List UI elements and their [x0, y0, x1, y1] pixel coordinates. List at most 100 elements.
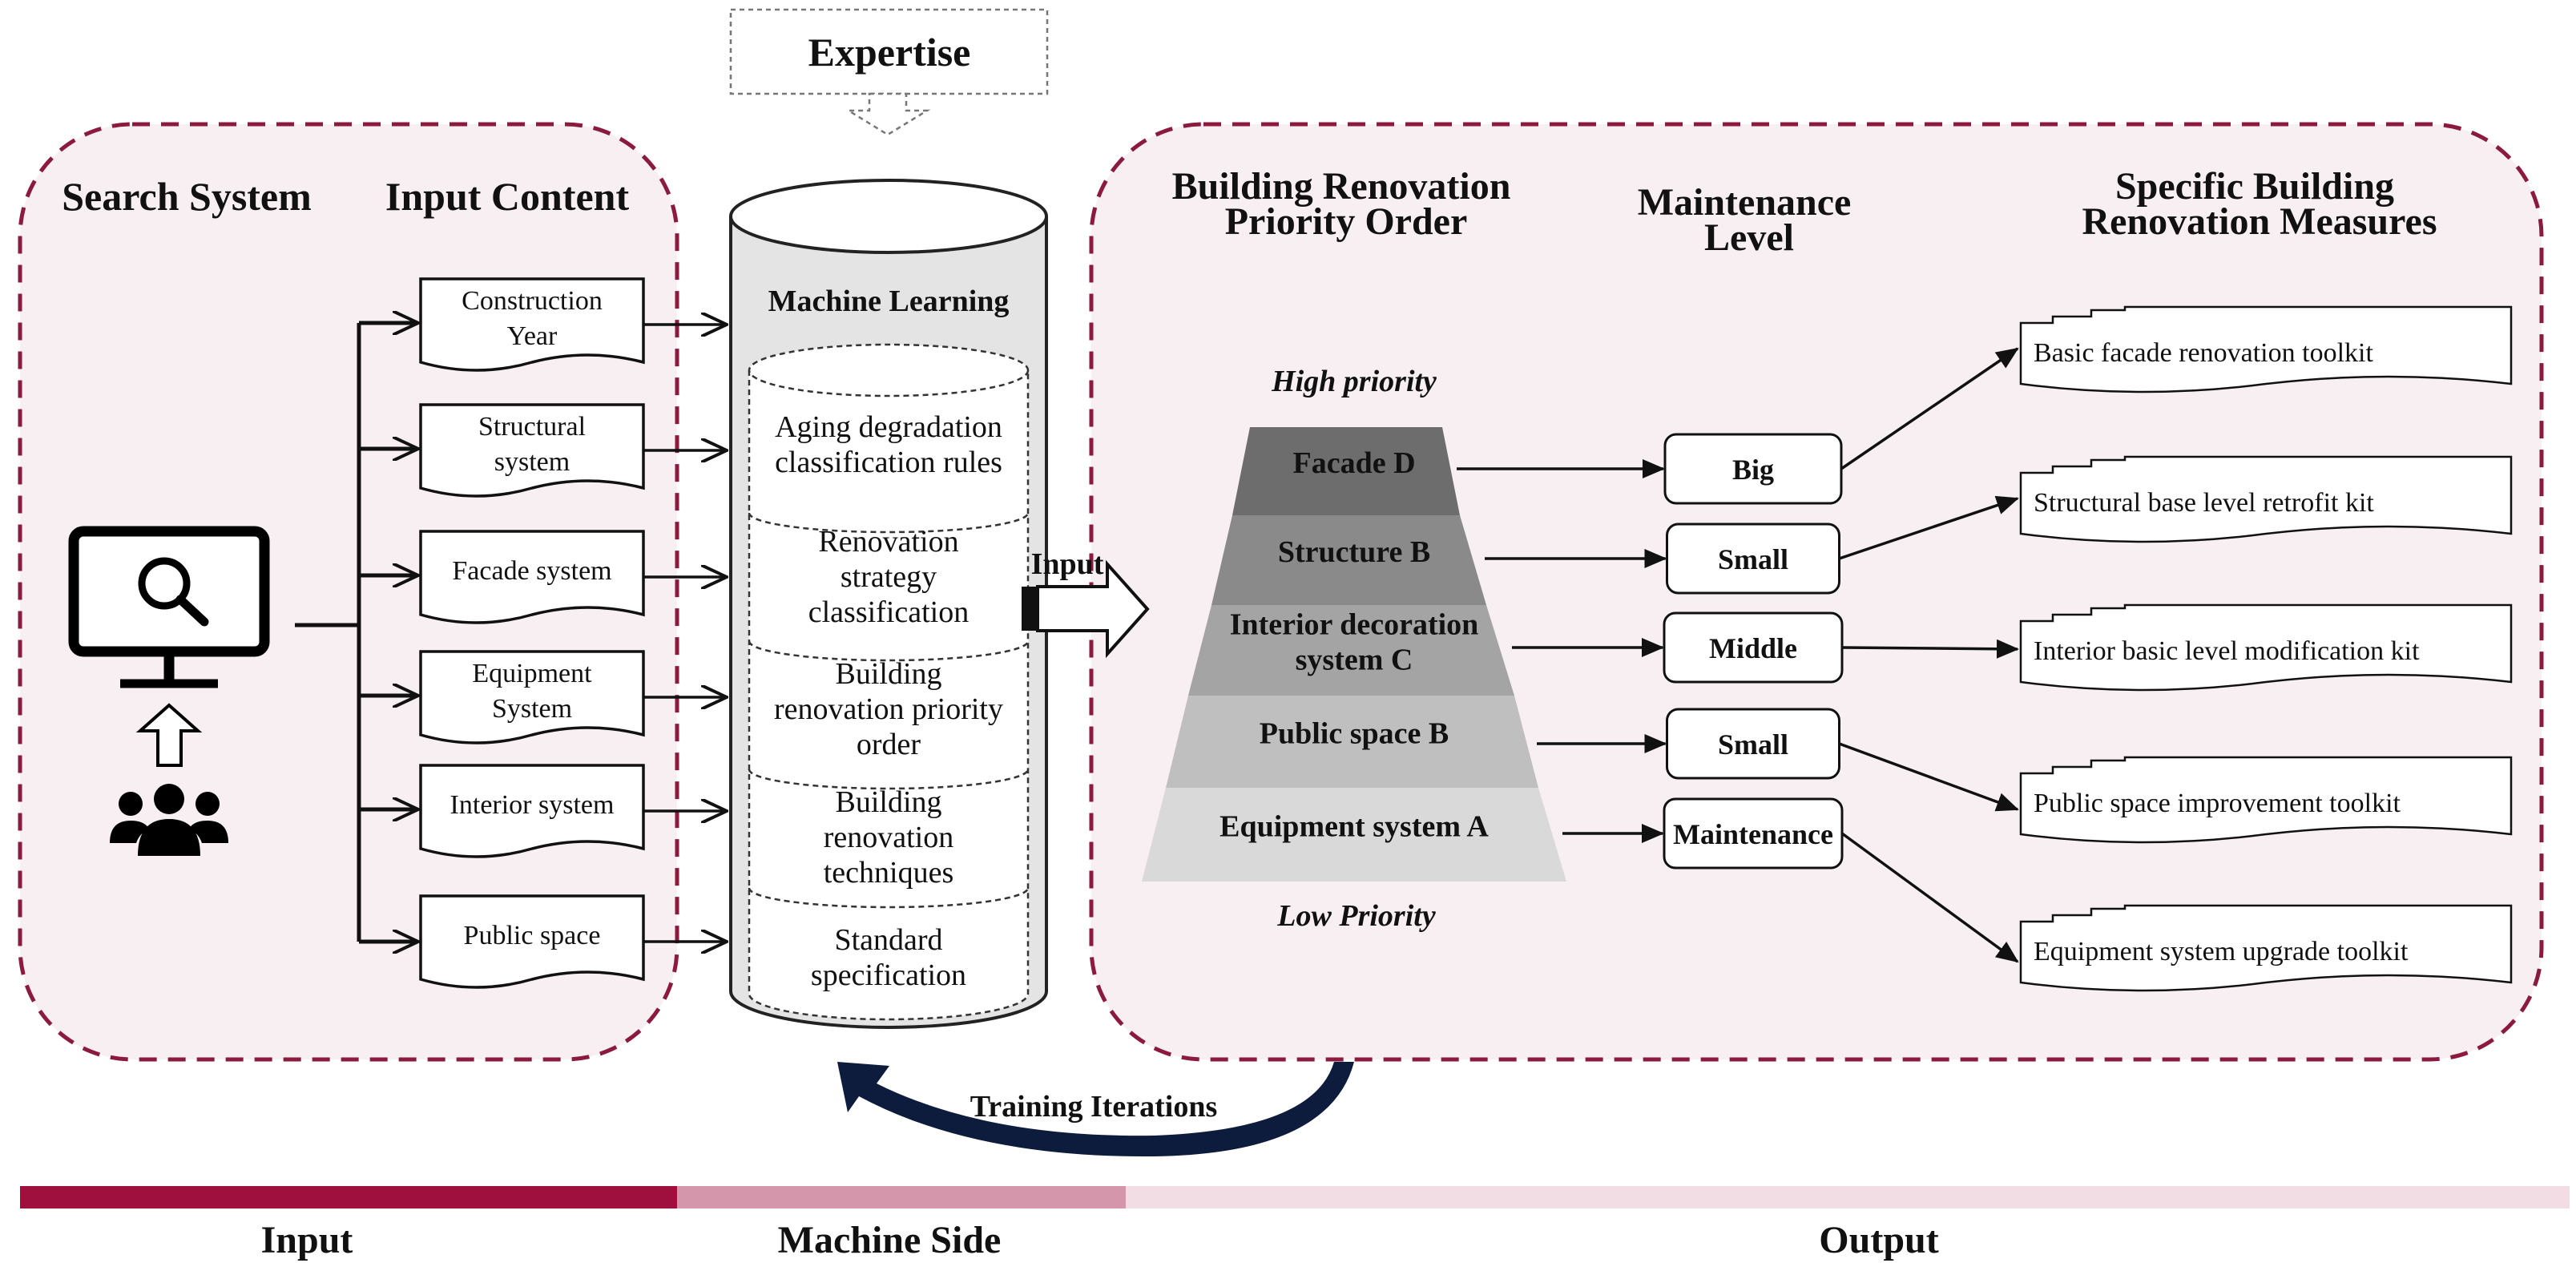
maintenance-level-label: Big — [1732, 454, 1774, 486]
input-item-label-line: Structural — [478, 412, 586, 442]
pyramid-level-label-line: Structure B — [1278, 535, 1430, 569]
up-arrow-icon — [135, 703, 203, 767]
maintenance-level: Middle — [1663, 611, 1844, 684]
input-item-label-line: Public space — [464, 921, 601, 950]
input-item-label: Public space — [464, 921, 601, 950]
priority-to-level-arrows — [1457, 459, 1667, 843]
input-content-title: Input Content — [385, 174, 630, 219]
pyramid-level-label-line: Public space B — [1260, 717, 1449, 751]
priority-title: Building Renovation Priority Order — [1172, 165, 1521, 243]
maintenance-level-label: Small — [1718, 543, 1788, 575]
input-item: Interior system — [419, 764, 645, 858]
measure-label: Basic facade renovation toolkit — [2034, 338, 2373, 368]
phase-bar-machine — [677, 1186, 1126, 1208]
level-arrow — [1840, 832, 2019, 963]
input-item-label-line: Year — [507, 321, 558, 351]
measures-title: Specific Building Renovation Measures — [2082, 165, 2437, 243]
training-iterations-arrow: Training Iterations — [837, 1062, 1354, 1157]
measure-label: Interior basic level modification kit — [2034, 636, 2420, 666]
search-connectors — [295, 323, 417, 942]
pyramid-level-label: Facade D — [1292, 446, 1415, 480]
maintenance-level-label: Middle — [1709, 632, 1797, 664]
level-arrow — [1838, 495, 2019, 560]
machine-learning-title: Machine Learning — [768, 284, 1010, 318]
level-arrow — [1841, 639, 2019, 659]
input-item: Public space — [419, 894, 645, 989]
ml-layer-label-line: renovation — [824, 821, 954, 854]
maintenance-level: Small — [1666, 708, 1840, 780]
input-item-label: Structural system — [478, 412, 586, 477]
measure-label: Equipment system upgrade toolkit — [2034, 937, 2409, 966]
pyramid-level-label-line: system C — [1296, 644, 1413, 677]
input-arrow: Input — [1022, 547, 1150, 659]
ml-layer-label-line: classification rules — [775, 446, 1002, 479]
measures-list: Basic facade renovation toolkitStructura… — [2019, 305, 2513, 992]
input-item-label: Interior system — [450, 790, 615, 820]
measure-label: Public space improvement toolkit — [2034, 789, 2401, 818]
maintenance-level-label: Small — [1718, 728, 1788, 761]
phase-bar-input — [20, 1186, 677, 1208]
pyramid-level-label-line: Facade D — [1292, 446, 1415, 480]
training-arrow-shape — [837, 1062, 1354, 1157]
input-arrow-label: Input — [1031, 547, 1104, 581]
measure-item: Equipment system upgrade toolkit — [2019, 904, 2513, 992]
search-system-title: Search System — [62, 174, 312, 219]
input-item-label-line: System — [492, 694, 572, 724]
phase-bar: Input Machine Side Output — [20, 1186, 2570, 1261]
measures-title-line-2: Renovation Measures — [2082, 200, 2437, 243]
maintenance-title-line-1: Maintenance — [1638, 181, 1852, 224]
measure-item: Interior basic level modification kit — [2019, 603, 2513, 692]
input-item-label-line: Equipment — [472, 659, 592, 688]
measure-item: Basic facade renovation toolkit — [2019, 305, 2513, 393]
pyramid-level-label: Structure B — [1278, 535, 1430, 569]
maintenance-level-label: Maintenance — [1673, 818, 1833, 850]
pyramid-level-label: Public space B — [1260, 717, 1449, 751]
ml-layer-label-line: techniques — [824, 856, 954, 890]
pyramid-level: Public space B — [1166, 696, 1538, 788]
input-item-label-line: Interior system — [450, 790, 615, 820]
maintenance-level: Maintenance — [1663, 797, 1844, 870]
measure-label: Structural base level retrofit kit — [2034, 488, 2374, 518]
pyramid-level: Facade D — [1232, 427, 1460, 515]
high-priority-label: High priority — [1271, 365, 1437, 398]
input-item: Facade system — [419, 530, 645, 624]
measures-title-line-1: Specific Building — [2115, 165, 2394, 208]
expertise-arrow-icon — [845, 92, 931, 136]
phase-bar-output — [1126, 1186, 2570, 1208]
low-priority-label: Low Priority — [1276, 899, 1436, 933]
monitor-search-icon — [68, 526, 270, 688]
input-item-label-line: system — [494, 447, 570, 477]
ml-layer-label-line: Building — [835, 657, 941, 691]
ml-layer-label-line: order — [857, 728, 921, 761]
level-to-measure-arrows — [1838, 347, 2019, 963]
expertise-label: Expertise — [808, 30, 971, 75]
ml-layer-label-line: Aging degradation — [775, 410, 1002, 444]
pyramid-level-label-line: Interior decoration — [1230, 608, 1479, 642]
training-label: Training Iterations — [970, 1090, 1218, 1124]
pyramid-level-label-line: Equipment system A — [1219, 810, 1489, 844]
input-item-label: Facade system — [452, 556, 611, 586]
maintenance-title-line-2: Level — [1704, 216, 1794, 259]
input-item-label-line: Construction — [462, 286, 603, 316]
input-item: Structural system — [419, 403, 645, 498]
maintenance-level: Big — [1663, 433, 1843, 505]
ml-layer-label-line: specification — [811, 958, 966, 992]
ml-layer-label-line: renovation priority — [774, 692, 1003, 726]
